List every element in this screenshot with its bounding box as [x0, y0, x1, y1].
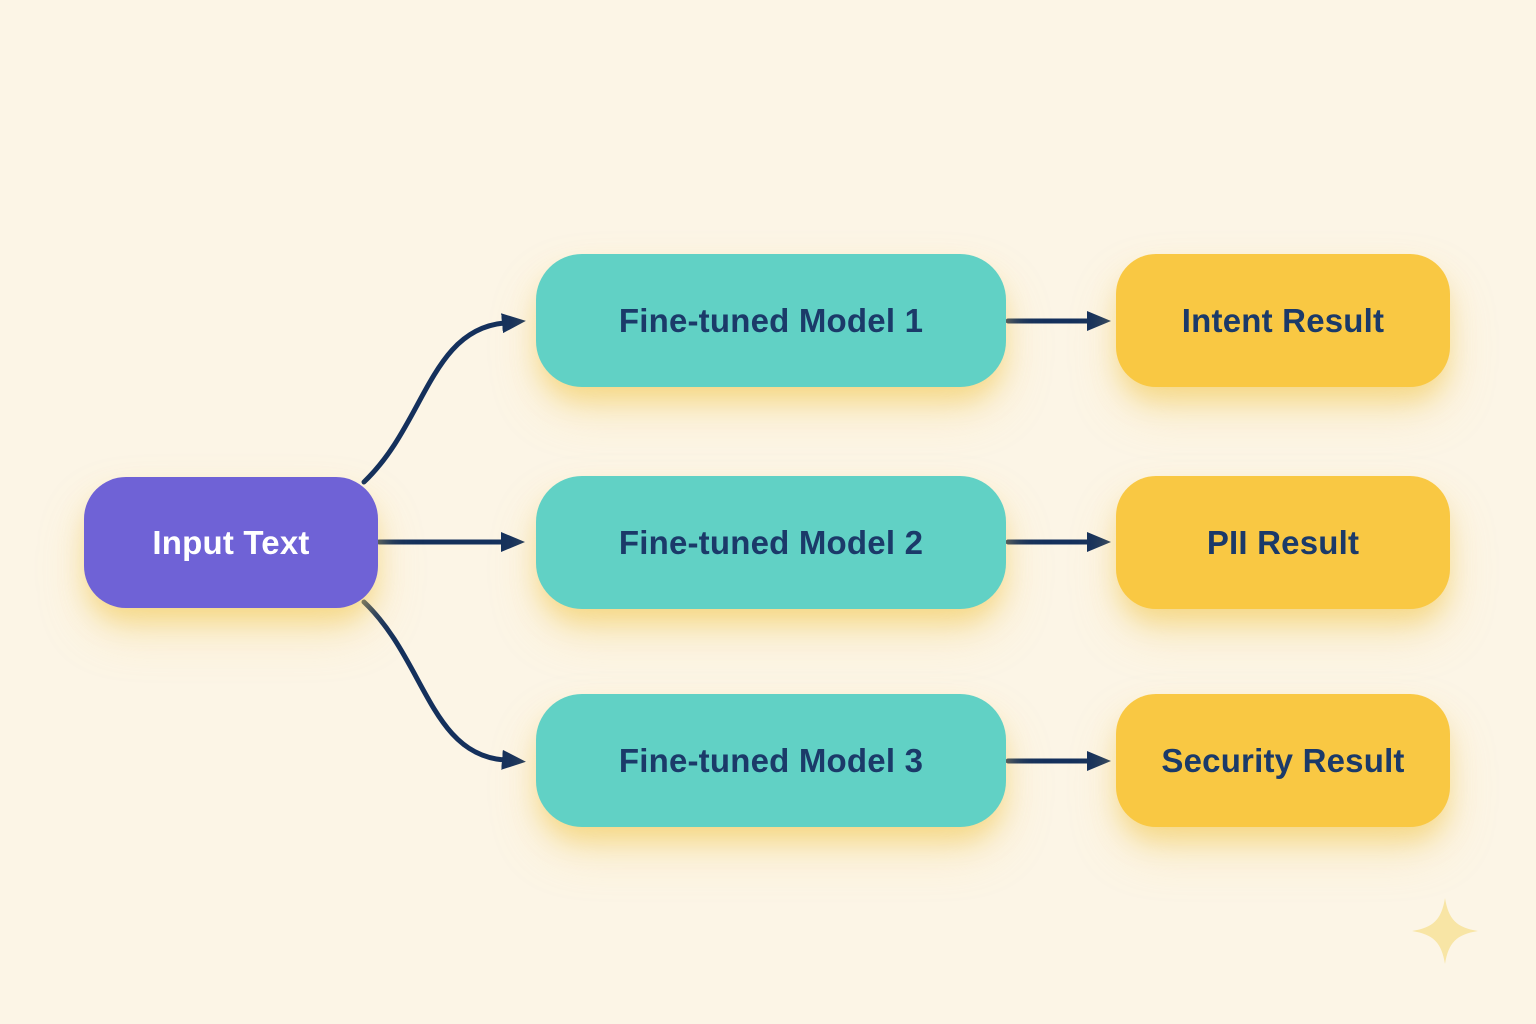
result-node-intent: Intent Result [1116, 254, 1450, 387]
result-node-pii: PII Result [1116, 476, 1450, 609]
result-node-intent-label: Intent Result [1181, 301, 1385, 339]
model-node-3-label: Fine-tuned Model 3 [618, 741, 924, 779]
result-node-security: Security Result [1116, 694, 1450, 827]
model-node-3: Fine-tuned Model 3 [536, 694, 1006, 827]
result-node-security-label: Security Result [1161, 741, 1405, 779]
input-text-node: Input Text [84, 477, 378, 608]
input-text-label: Input Text [152, 523, 310, 561]
edge-input-to-model-3 [361, 599, 526, 770]
result-node-pii-label: PII Result [1206, 523, 1360, 561]
model-node-2-label: Fine-tuned Model 2 [618, 523, 924, 561]
model-node-1: Fine-tuned Model 1 [536, 254, 1006, 387]
sparkle-icon [1412, 898, 1478, 964]
edge-input-to-model-1 [361, 313, 526, 485]
model-node-2: Fine-tuned Model 2 [536, 476, 1006, 609]
model-node-1-label: Fine-tuned Model 1 [618, 301, 924, 339]
